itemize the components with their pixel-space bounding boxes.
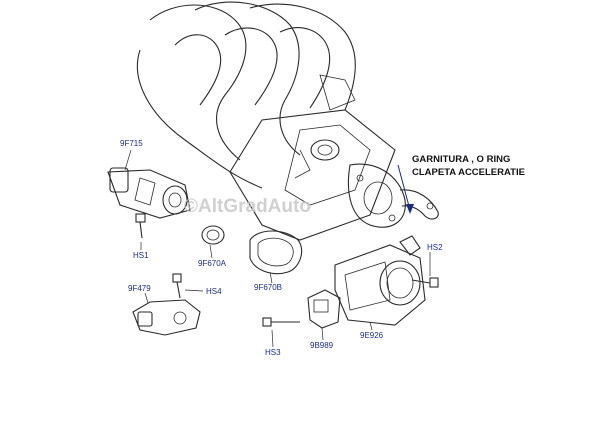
o-ring-bracket <box>399 189 439 220</box>
intake-manifold <box>136 1 406 241</box>
annotation-line-2: CLAPETA ACCELERATIE <box>412 167 525 178</box>
bolt-hs3 <box>262 317 300 348</box>
label-9f670a: 9F670A <box>198 259 227 268</box>
bolt-hs2 <box>411 252 439 288</box>
watermark: ©AltGradAuto <box>184 196 311 217</box>
label-9f670b: 9F670B <box>254 283 282 292</box>
label-hs2: HS2 <box>427 243 443 252</box>
label-9f715: 9F715 <box>120 139 143 148</box>
annotation-arrow <box>397 164 414 214</box>
gasket-9f670a <box>201 225 225 259</box>
label-hs3: HS3 <box>265 348 281 357</box>
throttle-body <box>334 235 426 331</box>
label-hs4: HS4 <box>206 287 222 296</box>
sensor-9b989 <box>307 289 341 341</box>
annotation-line-1: GARNITURA , O RING <box>412 154 510 165</box>
label-9f479: 9F479 <box>128 284 151 293</box>
idle-air-valve <box>107 149 191 219</box>
bolt-hs1 <box>135 213 146 250</box>
label-9b989: 9B989 <box>310 341 334 350</box>
sensor-9f479 <box>132 292 201 336</box>
label-hs1: HS1 <box>133 251 149 260</box>
bolt-hs4 <box>172 273 204 299</box>
label-9e926: 9E926 <box>360 331 384 340</box>
gasket-9f670b <box>249 230 303 284</box>
